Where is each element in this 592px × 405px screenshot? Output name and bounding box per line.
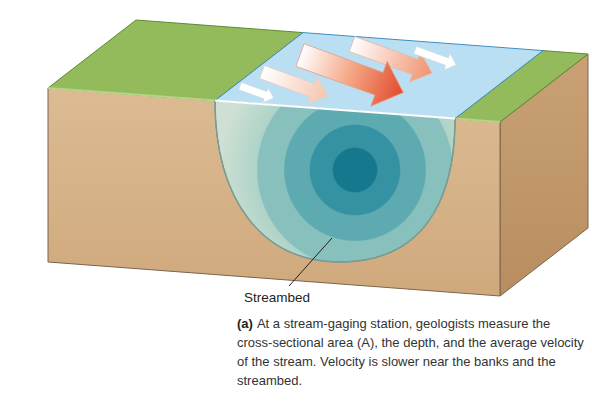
- streambed-outline: [215, 101, 455, 262]
- callout-label: Streambed: [244, 290, 310, 306]
- grass-rim: [455, 119, 500, 122]
- panel-letter: (a): [237, 316, 253, 331]
- block-front-face: [48, 88, 500, 296]
- grass-rim: [48, 88, 215, 101]
- stream-cross-section: [215, 101, 455, 262]
- figure-caption: (a)At a stream-gaging station, geologist…: [237, 314, 587, 390]
- velocity-arrow: [292, 32, 412, 115]
- velocity-arrow: [412, 42, 460, 74]
- water-front-edge: [215, 101, 455, 119]
- caption-text: At a stream-gaging station, geologists m…: [237, 316, 584, 388]
- leader-line: [289, 238, 332, 286]
